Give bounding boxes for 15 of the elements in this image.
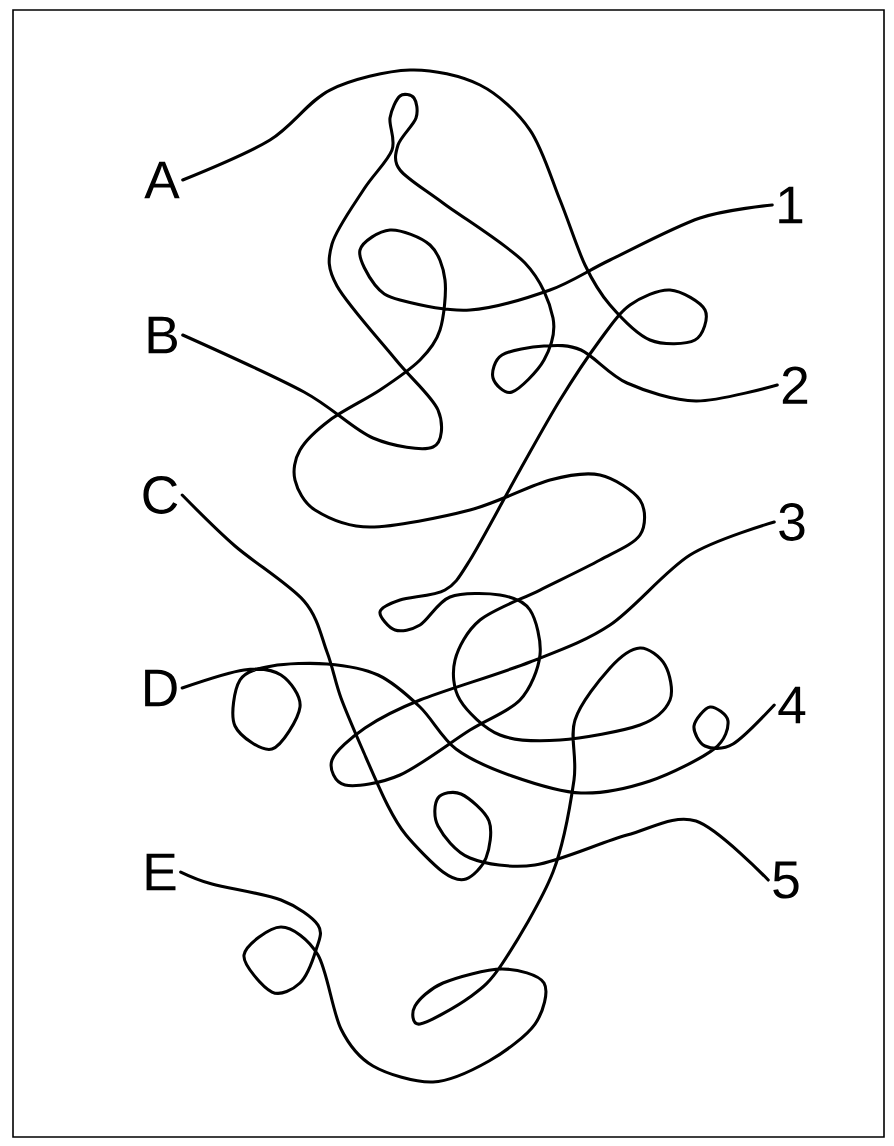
- tangled-line: [181, 68, 776, 788]
- maze-label: D: [145, 669, 177, 707]
- maze-label: 1: [779, 186, 803, 224]
- tangled-line: [180, 661, 776, 795]
- maze-label: 2: [782, 366, 808, 404]
- maze-label: 4: [778, 686, 806, 724]
- tangled-line: [181, 92, 779, 451]
- maze-label: A: [144, 161, 180, 199]
- maze-label: E: [146, 853, 176, 891]
- tangled-line: [180, 493, 770, 882]
- maze-label: C: [143, 476, 178, 514]
- maze-label: 5: [773, 861, 799, 899]
- tangled-line: [179, 203, 774, 1084]
- maze-label: B: [148, 316, 177, 354]
- maze-label: 3: [779, 503, 805, 541]
